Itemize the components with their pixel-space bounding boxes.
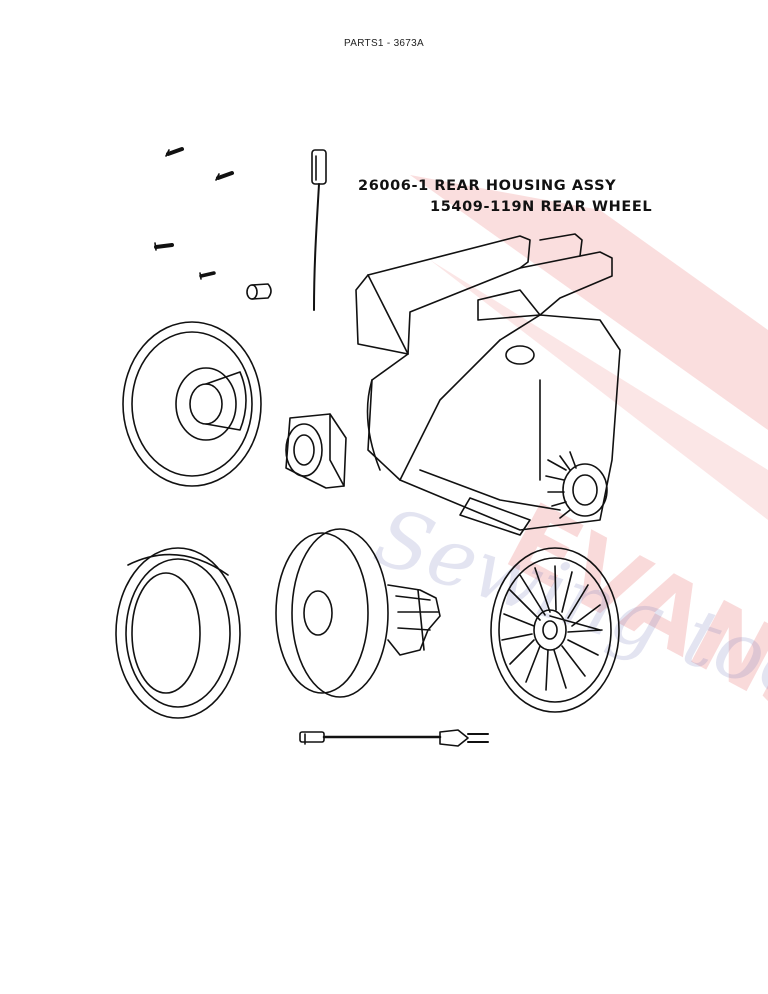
- hub-bearing: [285, 413, 347, 489]
- label-rear-housing-assy: 26006-1 REAR HOUSING ASSY: [358, 178, 617, 194]
- screw-4: [199, 271, 216, 280]
- label-rear-wheel: 15409-119N REAR WHEEL: [430, 199, 653, 215]
- cord-clip: [311, 149, 327, 311]
- screw-1: [165, 147, 184, 157]
- rear-housing: [355, 233, 621, 536]
- power-cord: [299, 729, 489, 747]
- wheel-center: [275, 528, 441, 698]
- screw-3: [154, 242, 174, 251]
- page-title: PARTS1 - 3673A: [344, 38, 424, 49]
- fan-wheel: [490, 547, 620, 713]
- wheel-left: [122, 321, 262, 487]
- tire: [115, 547, 241, 719]
- screw-2: [215, 171, 234, 181]
- bushing: [246, 283, 272, 300]
